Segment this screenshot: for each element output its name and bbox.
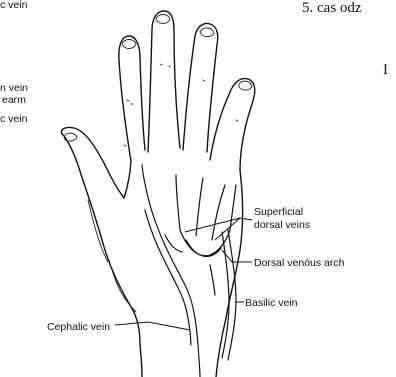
- thumb-web: [124, 161, 131, 198]
- label-forearm: earm: [2, 94, 26, 106]
- ring-finger-outline: [183, 24, 218, 153]
- forearm-left-edge: [140, 345, 142, 377]
- page-fragment-side-letter: I: [383, 62, 388, 78]
- superficial-dorsal-vein-1: [142, 165, 150, 205]
- label-superficial-line1: Superficial: [254, 206, 303, 218]
- label-cephalic-vein: Cephalic vein: [47, 321, 110, 333]
- dorsal-venous-arch-inner: [186, 240, 221, 256]
- index-fingernail: [122, 40, 136, 49]
- label-cephalic-top: c vein: [0, 0, 28, 11]
- superficial-dorsal-vein-2: [176, 175, 180, 230]
- superficial-dorsal-vein-4: [212, 185, 225, 240]
- ring-fingernail: [200, 28, 214, 37]
- cephalic-leader: [115, 322, 190, 330]
- cephalic-vein-path-parallel: [145, 210, 191, 345]
- veins: [142, 165, 236, 377]
- index-finger-outline: [119, 36, 145, 161]
- leader-lines: [115, 218, 252, 330]
- thumb-shading: [88, 200, 108, 262]
- label-superficial-line2: dorsal veins: [254, 219, 310, 231]
- page-fragment-top-text: 5. cas odz: [302, 0, 362, 16]
- little-fingernail: [239, 81, 252, 90]
- label-cephalic-side: c vein: [0, 113, 28, 125]
- superficial-dorsal-vein-5: [230, 185, 236, 230]
- thumb-outline: [61, 127, 124, 240]
- label-dorsal-venous-arch: Dorsal venóus arch: [254, 257, 345, 269]
- middle-finger-outline: [148, 11, 180, 152]
- cephalic-vein-path: [150, 205, 200, 377]
- label-median-vein: n vein: [0, 82, 28, 94]
- vein-branch-b: [210, 265, 215, 295]
- label-basilic-vein: Basilic vein: [245, 297, 298, 309]
- middle-fingernail: [156, 15, 170, 24]
- little-finger-outline: [210, 79, 255, 171]
